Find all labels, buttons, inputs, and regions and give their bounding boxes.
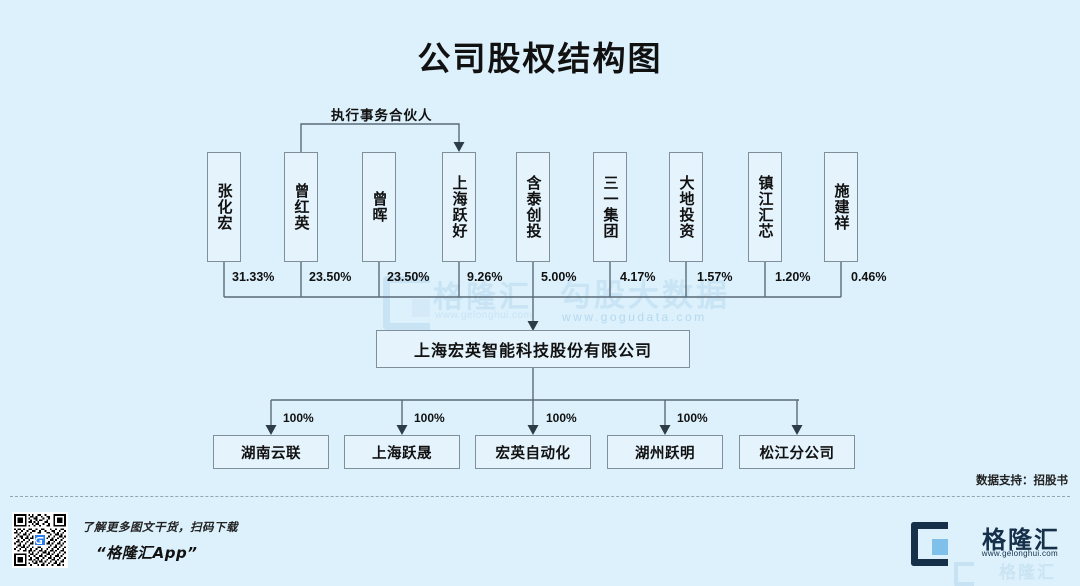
shareholder-pct-4: 5.00%: [541, 270, 577, 284]
shareholder-name-4: 含泰创投: [524, 175, 543, 239]
shareholder-box-3[interactable]: 上海跃好: [442, 152, 476, 262]
brand-logo: 格隆汇 www.gelonghui.com 格隆汇: [906, 518, 1066, 586]
parent-company-name: 上海宏英智能科技股份有限公司: [413, 341, 652, 360]
shareholder-pct-5: 4.17%: [620, 270, 656, 284]
shareholder-name-6: 大地投资: [677, 175, 696, 239]
shareholder-box-7[interactable]: 镇江汇芯: [748, 152, 782, 262]
shareholder-box-0[interactable]: 张化宏: [207, 152, 241, 262]
subsidiary-pct-1: 100%: [414, 411, 445, 425]
subsidiary-box-0[interactable]: 湖南云联: [213, 435, 329, 469]
shareholder-name-0: 张化宏: [215, 183, 234, 231]
shareholder-pct-7: 1.20%: [775, 270, 811, 284]
exec-partner-label: 执行事务合伙人: [331, 108, 433, 124]
brand-url: www.gelonghui.com: [981, 549, 1058, 558]
shareholder-pct-8: 0.46%: [851, 270, 887, 284]
shareholder-pct-0: 31.33%: [232, 270, 275, 284]
subsidiary-name-3: 湖州跃明: [635, 445, 695, 462]
shareholder-box-4[interactable]: 含泰创投: [516, 152, 550, 262]
data-source-note: 数据支持：招股书: [976, 473, 1068, 487]
subsidiary-name-4: 松江分公司: [759, 445, 835, 462]
shareholder-box-2[interactable]: 曾晖: [362, 152, 396, 262]
shareholder-pct-1: 23.50%: [309, 270, 352, 284]
parent-company-box[interactable]: 上海宏英智能科技股份有限公司: [376, 330, 690, 368]
subsidiary-pct-2: 100%: [546, 411, 577, 425]
page-title: 公司股权结构图: [417, 39, 663, 78]
shareholder-name-7: 镇江汇芯: [756, 175, 775, 239]
watermark-gogudata-url: www.gogudata.com: [562, 310, 707, 324]
brand-name: 格隆汇: [982, 526, 1060, 554]
shareholder-pct-6: 1.57%: [697, 270, 733, 284]
shareholder-box-8[interactable]: 施建祥: [824, 152, 858, 262]
shareholder-pct-3: 9.26%: [467, 270, 503, 284]
shareholder-name-8: 施建祥: [832, 183, 851, 231]
shareholder-box-5[interactable]: 三一集团: [593, 152, 627, 262]
subsidiary-box-4[interactable]: 松江分公司: [739, 435, 855, 469]
subsidiary-box-2[interactable]: 宏英自动化: [475, 435, 591, 469]
gelonghui-brand-icon: [911, 522, 948, 566]
footer-divider: [10, 496, 1070, 497]
shareholder-name-2: 曾晖: [370, 191, 389, 223]
subsidiary-name-1: 上海跃晟: [372, 445, 432, 462]
subsidiary-pct-0: 100%: [283, 411, 314, 425]
qr-code-image: [14, 514, 66, 566]
qr-code[interactable]: [12, 512, 68, 568]
subsidiary-pct-3: 100%: [677, 411, 708, 425]
promo-line-2: “格隆汇App”: [96, 544, 198, 562]
subsidiary-name-2: 宏英自动化: [495, 445, 571, 462]
shareholder-name-5: 三一集团: [601, 175, 620, 239]
shareholder-box-6[interactable]: 大地投资: [669, 152, 703, 262]
watermark-gelonghui-url: www.gelonghui.com: [435, 310, 533, 321]
shareholder-name-1: 曾红英: [292, 183, 311, 231]
shareholder-pct-2: 23.50%: [387, 270, 430, 284]
subsidiary-box-3[interactable]: 湖州跃明: [607, 435, 723, 469]
brand-ghost-text: 格隆汇: [999, 563, 1056, 583]
shareholder-box-1[interactable]: 曾红英: [284, 152, 318, 262]
promo-line-1: 了解更多图文干货，扫码下载: [82, 520, 238, 534]
subsidiary-box-1[interactable]: 上海跃晟: [344, 435, 460, 469]
subsidiary-name-0: 湖南云联: [241, 445, 301, 462]
shareholder-name-3: 上海跃好: [450, 175, 469, 239]
brand-ghost-icon: [954, 562, 974, 586]
